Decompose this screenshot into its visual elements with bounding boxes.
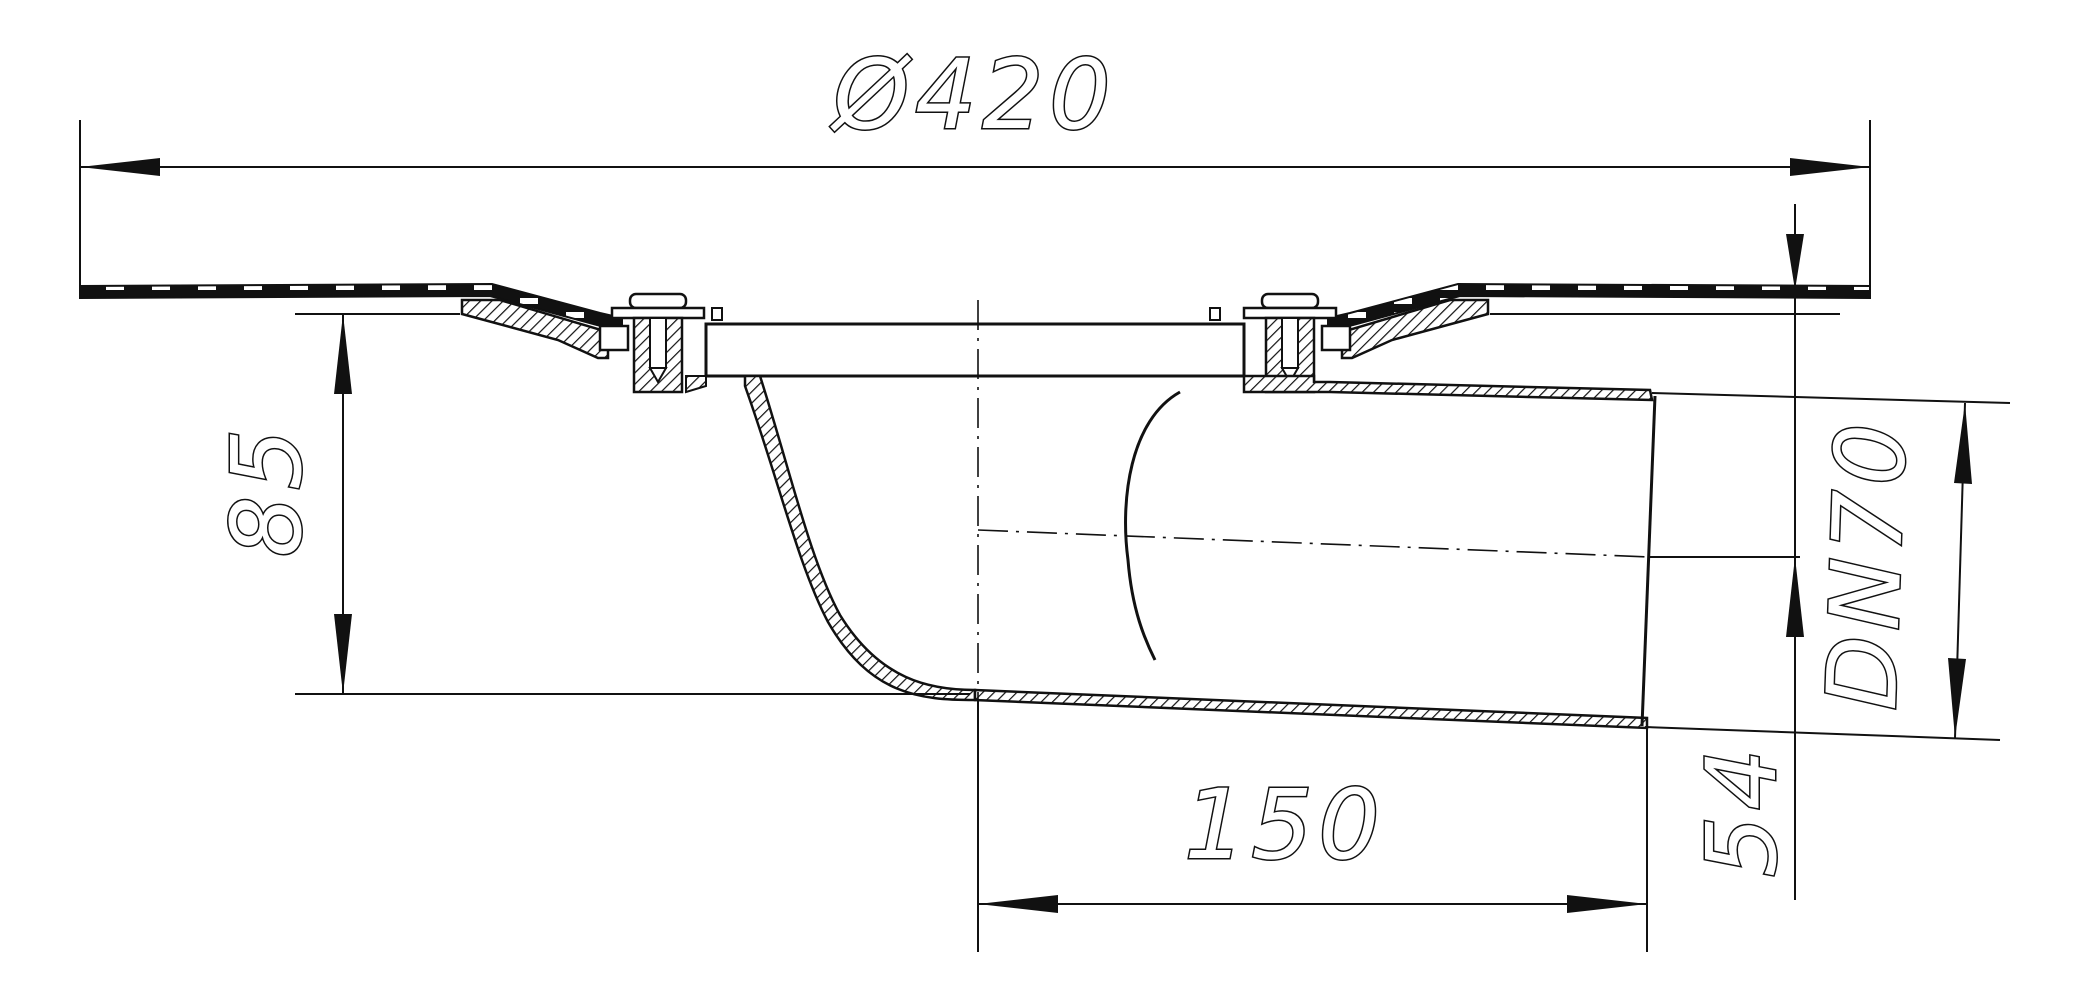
pipe-size-dimension: DN70 <box>1644 392 2011 741</box>
center-lines <box>977 300 1651 700</box>
offset-dimension: 150 <box>977 700 1648 952</box>
arrowhead-left <box>80 158 160 176</box>
outlet-height-dimension: 54 <box>1650 204 1804 900</box>
pipe-size-label: DN70 <box>1806 416 1928 712</box>
height-label: 85 <box>211 423 323 557</box>
outlet-height-label: 54 <box>1686 743 1798 877</box>
arrowhead-right <box>1790 158 1870 176</box>
clamping-ring <box>460 298 1490 360</box>
offset-label: 150 <box>1184 769 1385 881</box>
diameter-label: Ø420 <box>830 39 1117 151</box>
diameter-dimension: Ø420 <box>79 38 1871 298</box>
height-dimension: 85 <box>210 313 970 695</box>
drain-body <box>685 322 1657 730</box>
bolt-left <box>610 292 706 394</box>
